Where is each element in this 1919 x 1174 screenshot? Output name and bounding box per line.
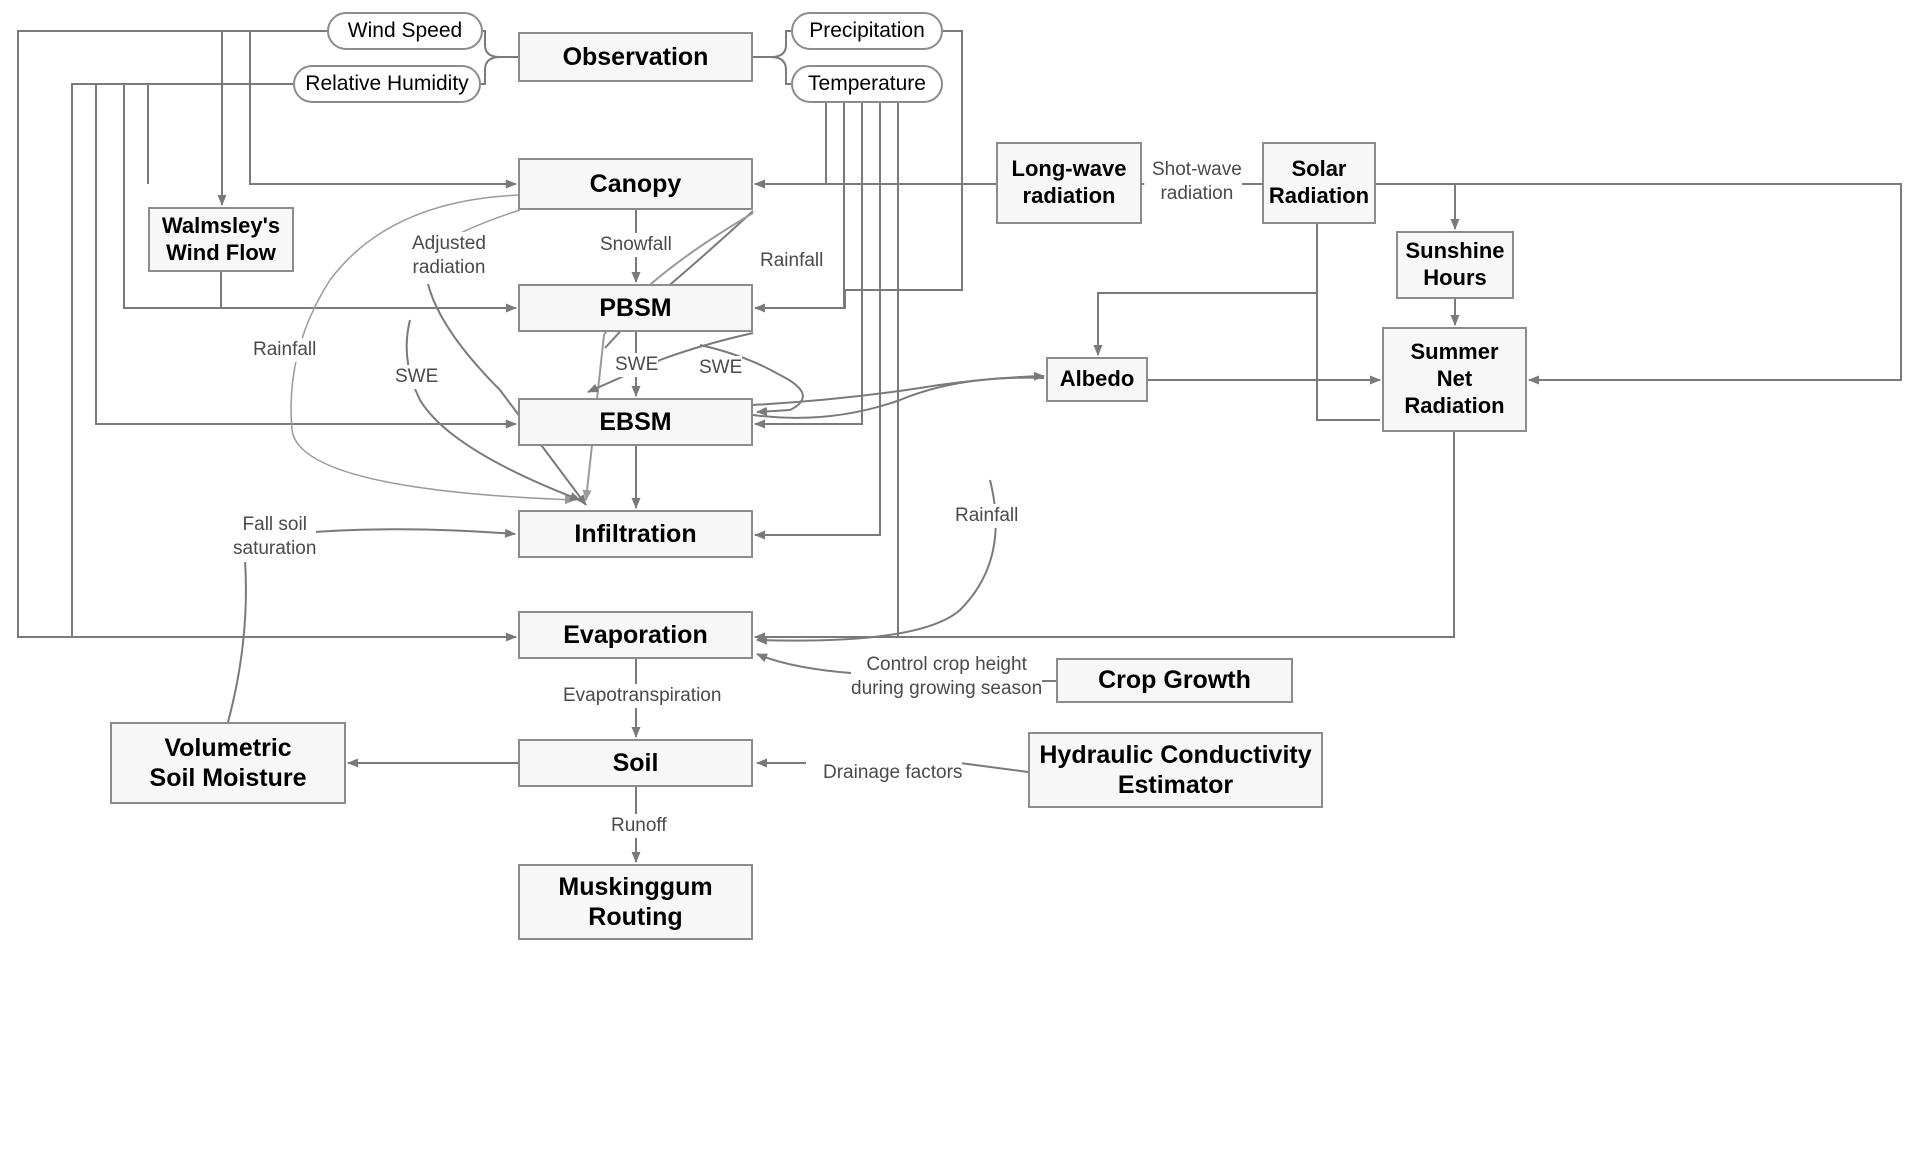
edge-fallsoilsaturation-infiltration bbox=[227, 529, 515, 723]
edge-label-drainage-factors: Drainage factors bbox=[823, 761, 963, 786]
node-label: Canopy bbox=[589, 169, 682, 198]
edge-canopy-rainfall-infiltration bbox=[582, 212, 754, 501]
edge-solar-sunshinehours bbox=[1376, 183, 1460, 230]
edge-canopy-rainfall-left bbox=[290, 194, 576, 505]
node-label: Precipitation bbox=[809, 19, 925, 43]
edge-temperature-infiltration bbox=[754, 103, 881, 540]
node-label: Volumetric Soil Moisture bbox=[149, 733, 307, 793]
edge-label-swe-left: SWE bbox=[395, 365, 439, 390]
edge-windspeed-walmsleys bbox=[217, 30, 327, 206]
node-label: Walmsley's Wind Flow bbox=[161, 212, 281, 265]
edge-relhumidity-pbsm bbox=[123, 83, 517, 313]
node-label: Soil bbox=[612, 748, 659, 777]
edge-label-swe-right: SWE bbox=[699, 356, 743, 381]
edge-solar-summernet-down bbox=[1316, 224, 1380, 421]
node-label: EBSM bbox=[599, 407, 672, 436]
edge-label-rainfall-canopy: Rainfall bbox=[760, 249, 824, 274]
node-summer-net-radiation[interactable]: Summer Net Radiation bbox=[1382, 327, 1527, 432]
node-label: PBSM bbox=[599, 293, 672, 322]
edge-canopy-tail bbox=[439, 209, 521, 245]
edge-ebsm-albedo-a bbox=[752, 376, 1045, 419]
node-label: Wind Speed bbox=[347, 19, 463, 43]
edge-observation-windspeed bbox=[483, 30, 518, 58]
edge-temperature-pbsm bbox=[754, 103, 845, 313]
edge-label-evapotranspiration: Evapotranspiration bbox=[563, 684, 722, 709]
edge-observation-temperature bbox=[753, 56, 791, 85]
edge-observation-precipitation bbox=[753, 30, 791, 58]
node-label: Summer Net Radiation bbox=[1404, 339, 1505, 418]
node-label: Hydraulic Conductivity Estimator bbox=[1039, 740, 1312, 800]
edge-solar-albedo bbox=[1093, 224, 1318, 356]
edge-rainfall-evaporation bbox=[756, 479, 997, 645]
edge-relhumidity-bus-b bbox=[147, 83, 293, 184]
edge-swe-right-hidden bbox=[744, 364, 845, 420]
node-infiltration[interactable]: Infiltration bbox=[518, 510, 753, 558]
node-canopy[interactable]: Canopy bbox=[518, 158, 753, 210]
node-solar-radiation[interactable]: Solar Radiation bbox=[1262, 142, 1376, 224]
edge-precipitation-down bbox=[943, 30, 963, 184]
node-soil[interactable]: Soil bbox=[518, 739, 753, 787]
edge-windspeed-evaporation bbox=[17, 30, 517, 642]
node-precipitation[interactable]: Precipitation bbox=[791, 12, 943, 50]
node-walmsleys-wind-flow[interactable]: Walmsley's Wind Flow bbox=[148, 207, 294, 272]
node-label: Albedo bbox=[1059, 366, 1135, 392]
node-albedo[interactable]: Albedo bbox=[1046, 357, 1148, 402]
edge-hydraulic-soil bbox=[757, 763, 1029, 772]
node-label: Long-wave radiation bbox=[1011, 156, 1127, 208]
edge-observation-relhumidity bbox=[481, 56, 518, 85]
node-label: Infiltration bbox=[574, 519, 697, 548]
node-volumetric-soil-moisture[interactable]: Volumetric Soil Moisture bbox=[110, 722, 346, 804]
edge-label-rainfall-evaporation: Rainfall bbox=[955, 504, 1019, 529]
edge-cropgrowth-evaporation bbox=[757, 654, 1056, 682]
edge-temperature-evaporation bbox=[754, 103, 899, 642]
edge-temperature-ebsm bbox=[754, 103, 863, 429]
node-sunshine-hours[interactable]: Sunshine Hours bbox=[1396, 231, 1514, 299]
node-label: Relative Humidity bbox=[305, 72, 469, 96]
node-long-wave-radiation[interactable]: Long-wave radiation bbox=[996, 142, 1142, 224]
edge-label-rainfall-left: Rainfall bbox=[253, 338, 317, 363]
edge-label-shot-wave-radiation: Shot-wave radiation bbox=[1152, 158, 1242, 207]
node-observation[interactable]: Observation bbox=[518, 32, 753, 82]
node-label: Sunshine Hours bbox=[1405, 238, 1505, 290]
edge-ebsm-albedo-b bbox=[752, 371, 1045, 406]
edge-precipitation-pbsm bbox=[757, 184, 963, 309]
node-ebsm[interactable]: EBSM bbox=[518, 398, 753, 446]
node-pbsm[interactable]: PBSM bbox=[518, 284, 753, 332]
node-crop-growth[interactable]: Crop Growth bbox=[1056, 658, 1293, 703]
node-wind-speed[interactable]: Wind Speed bbox=[327, 12, 483, 50]
node-hydraulic-conductivity-estimator[interactable]: Hydraulic Conductivity Estimator bbox=[1028, 732, 1323, 808]
node-label: Evaporation bbox=[563, 620, 708, 649]
edge-label-adjusted-radiation: Adjusted radiation bbox=[412, 232, 486, 281]
edge-windspeed-canopy bbox=[249, 30, 517, 189]
node-evaporation[interactable]: Evaporation bbox=[518, 611, 753, 659]
edge-label-runoff: Runoff bbox=[611, 814, 667, 839]
node-label: Crop Growth bbox=[1098, 666, 1251, 695]
edge-summernet-evaporation bbox=[754, 432, 1455, 642]
node-label: Observation bbox=[562, 42, 709, 71]
node-label: Muskinggum Routing bbox=[558, 872, 713, 932]
node-temperature[interactable]: Temperature bbox=[791, 65, 943, 103]
edge-label-control-crop-height: Control crop height during growing seaso… bbox=[851, 653, 1043, 702]
node-muskinggum-routing[interactable]: Muskinggum Routing bbox=[518, 864, 753, 940]
edge-label-fall-soil-saturation: Fall soil saturation bbox=[233, 513, 317, 562]
edge-label-swe-center: SWE bbox=[615, 353, 659, 378]
node-label: Solar Radiation bbox=[1268, 156, 1370, 208]
edge-relhumidity-bus-a bbox=[71, 83, 293, 637]
edge-pbsm-swe-ebsm-curve bbox=[587, 332, 754, 393]
edge-label-snowfall: Snowfall bbox=[600, 233, 672, 258]
node-relative-humidity[interactable]: Relative Humidity bbox=[293, 65, 481, 103]
node-label: Temperature bbox=[808, 72, 926, 96]
